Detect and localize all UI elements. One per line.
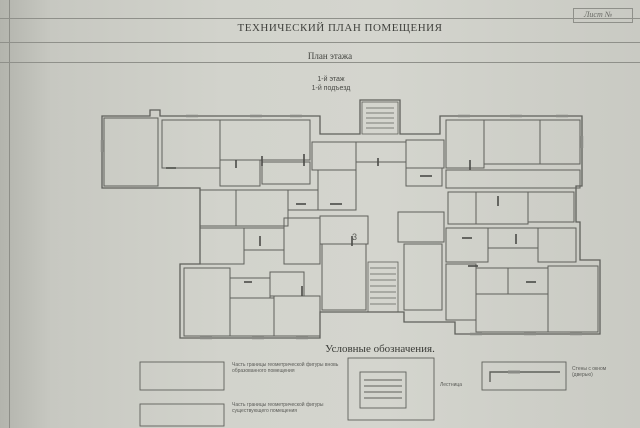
room-outline xyxy=(235,189,289,227)
central-core-rooms xyxy=(311,139,445,311)
legend-sample-existing-room xyxy=(139,403,225,427)
legend-stairs-text: Лестница xyxy=(440,382,463,388)
stair-flight xyxy=(361,101,399,135)
room-outline xyxy=(355,141,407,163)
legend-new-room-text: Часть границы геометрической фигуры внов… xyxy=(232,362,339,374)
room-outline xyxy=(445,227,489,263)
building-outline xyxy=(101,99,601,339)
entrance-label: 1-й подъезд xyxy=(311,85,351,92)
sheet-number-box xyxy=(573,8,633,23)
room-outline xyxy=(273,295,321,337)
room-outline xyxy=(403,243,443,311)
room-outline xyxy=(261,161,311,185)
window-marks xyxy=(100,114,584,340)
room-outline xyxy=(475,267,509,295)
room-outline xyxy=(445,119,485,169)
room-outline xyxy=(539,119,581,165)
header-rule-middle xyxy=(0,42,640,43)
room-outline xyxy=(199,227,245,265)
legend-sample-new-room xyxy=(139,361,225,391)
room-outline xyxy=(229,277,271,299)
document-title: ТЕХНИЧЕСКИЙ ПЛАН ПОМЕЩЕНИЯ xyxy=(237,22,443,34)
right-wing-rooms xyxy=(445,119,599,333)
legend-title: Условные обозначения. xyxy=(325,343,435,355)
room-outline xyxy=(527,191,575,223)
room-outline xyxy=(243,227,285,251)
room-outline xyxy=(317,169,357,211)
room-outline xyxy=(269,271,305,297)
room-outline xyxy=(405,139,445,169)
room-outline xyxy=(219,119,311,161)
room-outline xyxy=(103,117,159,187)
room-outline xyxy=(183,267,231,337)
room-outline xyxy=(483,119,541,165)
room-outline xyxy=(319,215,369,245)
legend-sample-wall xyxy=(481,361,567,391)
legend-existing-room-text: Часть границы геометрической фигуры суще… xyxy=(232,402,324,414)
floor-caption: 1-й этаж 1-й подъезд xyxy=(296,75,366,93)
room-outline xyxy=(547,265,599,333)
legend-samples xyxy=(139,357,567,427)
room-outline xyxy=(199,189,237,227)
room-outline xyxy=(161,119,221,169)
room-outline xyxy=(287,189,319,211)
room-outline xyxy=(475,191,529,225)
sheet-frame-left xyxy=(9,0,10,428)
floor-label: 1-й этаж xyxy=(317,76,345,83)
room-outline xyxy=(405,167,443,187)
sheet-number-label: Лист № xyxy=(584,10,613,19)
room-outline xyxy=(507,267,549,295)
door-marks xyxy=(166,154,536,296)
legend-wall-text: Стены с окном (дверью) xyxy=(572,366,607,378)
room-outline xyxy=(311,141,357,171)
room-outline xyxy=(447,191,477,225)
left-wing-rooms xyxy=(103,117,321,337)
room-outline xyxy=(475,293,549,333)
room-outline xyxy=(397,211,445,243)
legend-sample-stairs-frame xyxy=(347,357,435,421)
room-outline xyxy=(229,297,275,337)
header-rule-top xyxy=(0,18,640,19)
header-rule-bottom xyxy=(0,62,640,63)
stair-flight xyxy=(367,261,399,313)
room-outline xyxy=(219,159,261,187)
legend-sample-stairs xyxy=(359,371,407,409)
room-outline xyxy=(487,227,539,249)
stairs-top xyxy=(361,101,399,135)
room-outline xyxy=(321,243,367,311)
plan-subtitle: План этажа xyxy=(307,51,353,61)
room-number: 3 xyxy=(352,232,358,242)
stairs-bottom xyxy=(367,261,399,313)
legend-sample-wall-line xyxy=(489,371,560,382)
room-outline xyxy=(283,217,321,265)
room-outline xyxy=(445,169,581,189)
room-outline xyxy=(537,227,577,263)
room-outline xyxy=(445,263,477,321)
